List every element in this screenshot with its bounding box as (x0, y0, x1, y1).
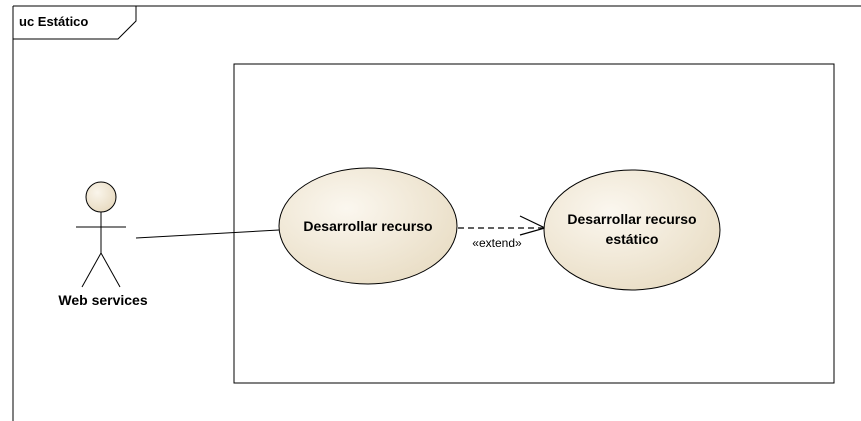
actor-right-leg (100, 252, 121, 288)
frame-title-tab (13, 6, 137, 40)
use-case-label-line-2: estático (606, 231, 659, 247)
use-case-desarrollar-recurso-estatico[interactable]: Desarrollar recurso estático (543, 169, 721, 291)
extend-stereotype-label: «extend» (472, 236, 522, 250)
frame-title: uc Estático (19, 14, 88, 29)
actor-name: Web services (58, 292, 147, 308)
use-case-ellipse (543, 169, 721, 291)
actor-head (85, 181, 117, 213)
system-boundary (233, 63, 835, 384)
diagram-frame: uc Estático (12, 5, 861, 421)
use-case-ellipse (278, 167, 458, 285)
actor-web-services[interactable]: Web services (58, 181, 148, 308)
actor-left-leg (81, 252, 102, 288)
extend-relationship[interactable]: «extend» (458, 215, 547, 250)
association-line[interactable] (135, 229, 280, 239)
use-case-label-line-1: Desarrollar recurso (567, 211, 696, 227)
extend-arrowhead (519, 215, 547, 236)
use-case-label: Desarrollar recurso (303, 218, 432, 234)
use-case-desarrollar-recurso[interactable]: Desarrollar recurso (278, 167, 458, 285)
